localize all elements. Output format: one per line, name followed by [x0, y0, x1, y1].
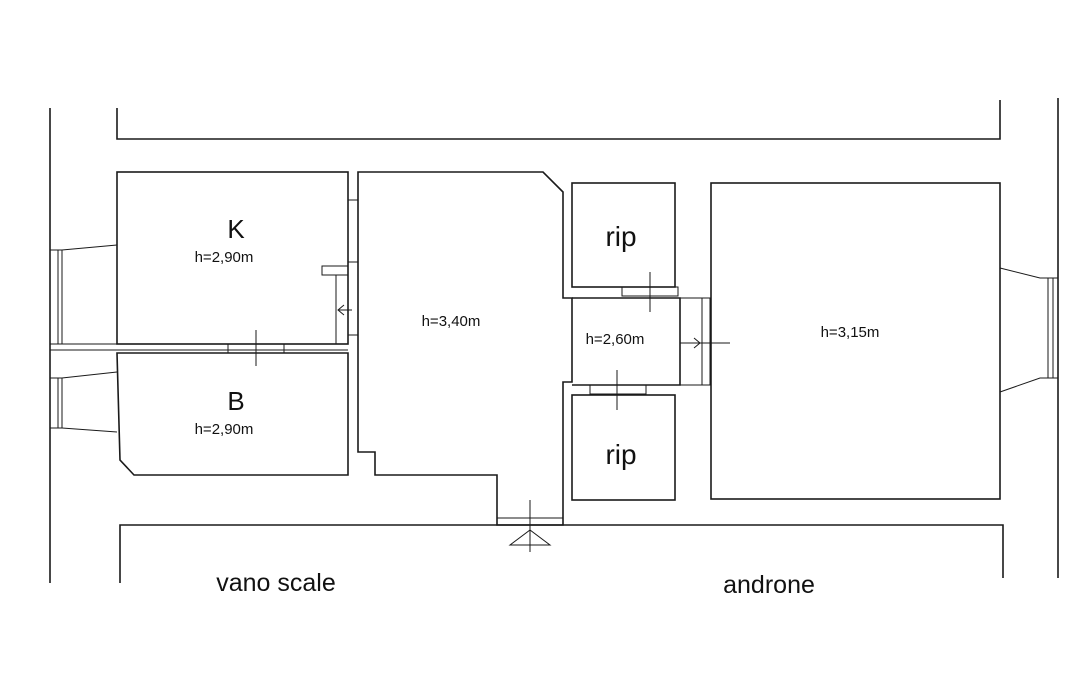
room-storage-bottom: [571, 370, 676, 501]
bath-name: B: [227, 386, 244, 416]
window-bath: [50, 371, 118, 433]
room-main: [357, 171, 573, 526]
right-room-height: h=3,15m: [821, 324, 880, 341]
hallway-label: androne: [723, 571, 815, 599]
room-bath: [116, 352, 349, 476]
storage-top-name: rip: [605, 221, 636, 252]
kitchen-height: h=2,90m: [195, 249, 254, 266]
stairwell-label: vano scale: [216, 569, 336, 597]
partition-kb: [50, 330, 348, 366]
window-kitchen: [50, 244, 118, 345]
storage-bottom-name: rip: [605, 439, 636, 470]
room-storage-top: [571, 182, 679, 312]
room-right: [710, 182, 1001, 500]
outer-walls: [49, 98, 1059, 583]
bath-height: h=2,90m: [195, 421, 254, 438]
main-height: h=3,40m: [422, 313, 481, 330]
kitchen-name: K: [227, 214, 245, 244]
corridor-height: h=2,60m: [586, 331, 645, 348]
entrance-icon: [497, 500, 563, 552]
window-right: [999, 267, 1058, 393]
